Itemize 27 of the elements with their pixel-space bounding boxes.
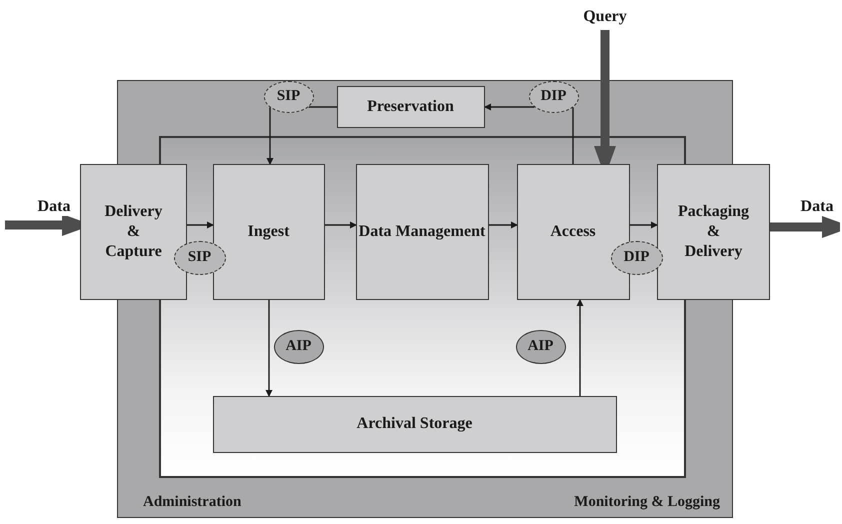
process-box — [336, 86, 484, 128]
arrow — [484, 104, 534, 110]
package-ellipse: SIP — [264, 80, 314, 112]
box-label: Data Management — [358, 222, 486, 240]
arrow — [630, 222, 658, 228]
arrow — [576, 299, 584, 396]
box-label: Archival Storage — [356, 415, 472, 433]
package-ellipse: DIP — [528, 80, 578, 112]
box-label: Delivery & Capture — [104, 202, 162, 262]
edge-label: Data — [36, 198, 72, 216]
arrow — [489, 222, 518, 228]
box-label: Access — [550, 222, 596, 240]
box-label: Preservation — [367, 98, 454, 116]
edge-label: Query — [581, 8, 629, 26]
arrow — [325, 222, 357, 228]
arrow — [266, 107, 274, 165]
box-label: Packaging & Delivery — [678, 202, 750, 262]
process-box — [80, 164, 187, 300]
arrow — [266, 300, 272, 397]
arrow — [187, 222, 214, 228]
box-label: Ingest — [248, 222, 290, 240]
layer-label: Monitoring & Logging — [574, 494, 720, 511]
process-box — [657, 164, 770, 300]
process-box — [212, 164, 324, 300]
layer-label: Administration — [143, 494, 242, 511]
process-box — [356, 164, 488, 300]
process-box — [212, 396, 616, 452]
